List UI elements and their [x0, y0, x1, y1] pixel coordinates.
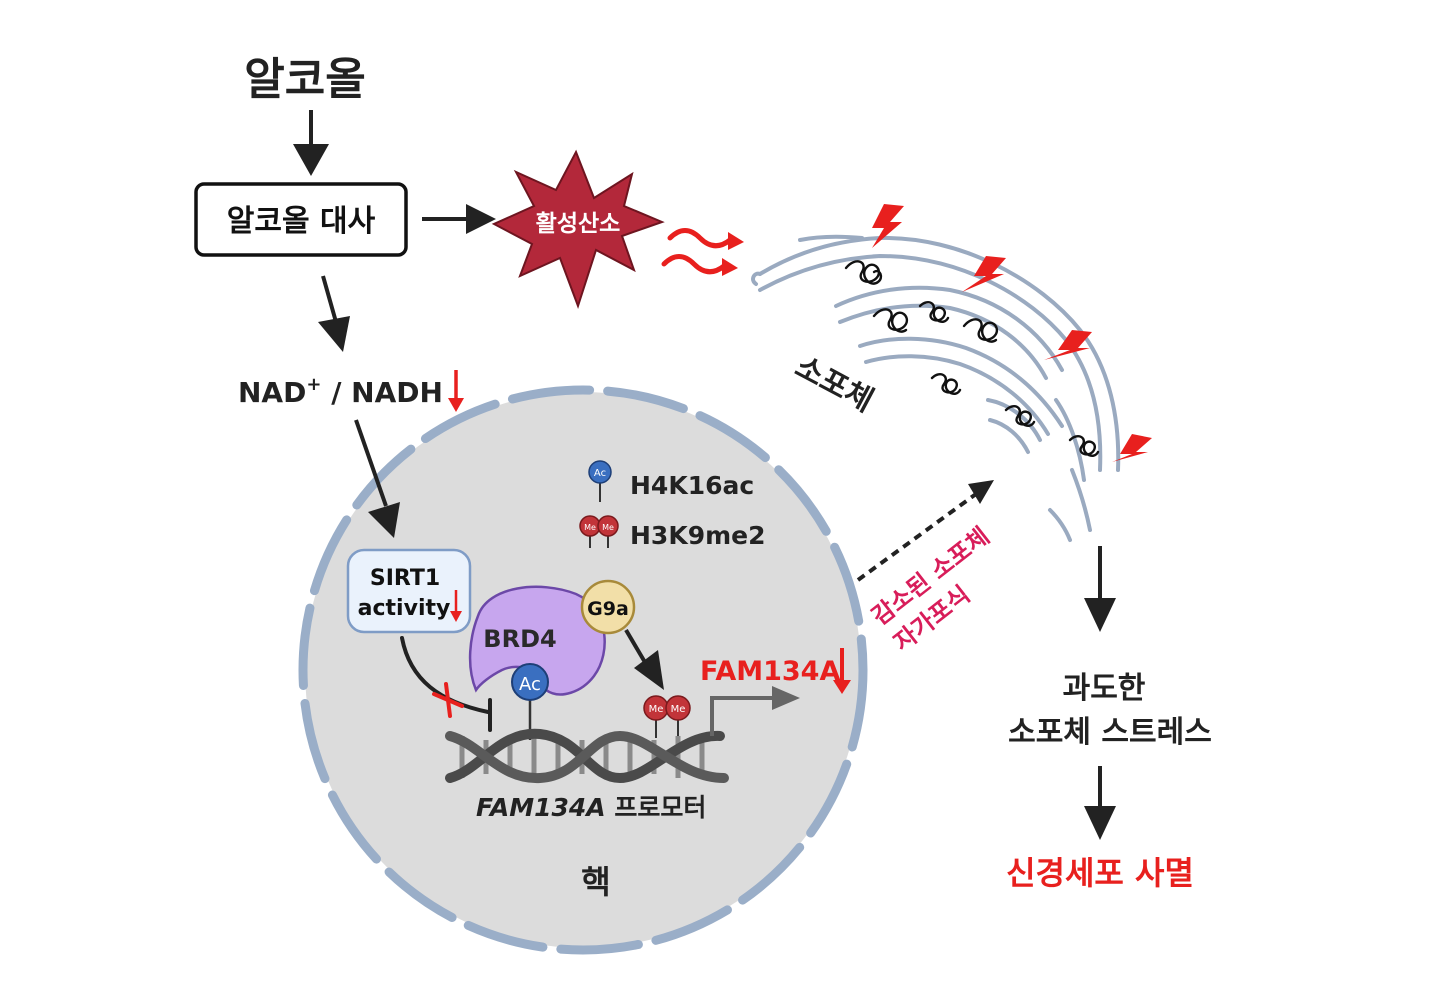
- bolt-icon: [962, 256, 1006, 292]
- ac-marker-icon: [511, 663, 549, 701]
- ac-marker-dna: Ac: [511, 663, 549, 740]
- er-unfolded-proteins: [844, 260, 1100, 457]
- arrow-metabolism-to-nad: [318, 275, 350, 352]
- arrow-er-to-stress: [1084, 546, 1116, 632]
- arrow-metabolism-to-ros: [422, 204, 496, 234]
- metabolism-box-label: 알코올 대사: [227, 204, 376, 239]
- legend-h3k9me2: Me Me H3K9me2: [579, 515, 766, 550]
- fam134a-gene: FAM134A: [700, 648, 851, 694]
- legend-me-text: H3K9me2: [630, 521, 766, 550]
- metabolism-box: 알코올 대사: [194, 182, 408, 257]
- transcription-arrow: [710, 686, 800, 736]
- arrow-title-to-metabolism: [293, 110, 329, 176]
- sirt1-line2: activity: [358, 596, 451, 621]
- ac-marker-label: Ac: [519, 674, 541, 695]
- promoter-label: FAM134A 프로모터: [476, 793, 706, 822]
- me-marker-icon: [597, 515, 619, 537]
- ros-starburst: 활성산소: [491, 149, 665, 310]
- me-markers-dna: Me Me: [643, 695, 691, 738]
- legend-ac-badge: Ac: [594, 468, 606, 479]
- legend-h4k16ac: Ac H4K16ac: [588, 460, 754, 502]
- sirt1-down-arrow-icon: [450, 590, 462, 622]
- arrow-nad-to-sirt1: [354, 419, 400, 538]
- sirt1-box: SIRT1 activity: [346, 548, 472, 634]
- arrow-g9a-to-me: [624, 628, 664, 690]
- reduced-autophagy-text: 감소된 소포체 자가포식: [866, 522, 994, 657]
- me-marker-icon: [665, 695, 691, 721]
- brd4-label: BRD4: [483, 625, 556, 653]
- inhibition-blocked-x-icon: [432, 682, 464, 718]
- legend-me-badge-2: Me: [602, 523, 614, 532]
- fam134a-label: FAM134A: [700, 656, 840, 687]
- g9a-label: G9a: [587, 598, 629, 620]
- me-marker-label-2: Me: [671, 704, 686, 715]
- neuron-death-label: 신경세포 사멸: [1006, 854, 1194, 892]
- reduced-autophagy-arrow: [856, 480, 994, 582]
- stress-line1: 과도한: [1063, 671, 1146, 706]
- dna-helix: [445, 728, 729, 784]
- ac-marker-icon: [588, 460, 612, 484]
- bolt-icon: [1044, 330, 1092, 360]
- nad-label: NAD+ / NADH: [238, 374, 443, 409]
- nad-ratio: NAD+ / NADH: [238, 370, 464, 412]
- ros-star-shape: [491, 149, 665, 310]
- bolt-icon: [872, 204, 904, 248]
- legend-me-badge-1: Me: [584, 523, 596, 532]
- ros-wave-arrows: [661, 228, 744, 276]
- legend-ac-text: H4K16ac: [630, 471, 754, 500]
- er-stress-bolts: [872, 204, 1152, 462]
- bolt-icon: [1112, 434, 1152, 462]
- sirt1-inhibition: [400, 636, 492, 732]
- title-alcohol: 알코올: [244, 54, 365, 105]
- brd4-protein: BRD4: [468, 585, 606, 696]
- g9a-protein: G9a: [580, 579, 636, 635]
- nad-down-arrow-icon: [448, 370, 464, 412]
- arrow-stress-to-death: [1084, 766, 1116, 840]
- me-marker-label-1: Me: [649, 704, 664, 715]
- nucleus-label: 핵: [581, 863, 610, 901]
- sirt1-line1: SIRT1: [370, 566, 440, 591]
- ros-label: 활성산소: [536, 211, 621, 237]
- fam134a-down-arrow-icon: [833, 648, 851, 694]
- er-label: 소포체: [789, 349, 879, 419]
- er-organelle: [751, 234, 1121, 542]
- stress-line2: 소포체 스트레스: [1008, 715, 1212, 750]
